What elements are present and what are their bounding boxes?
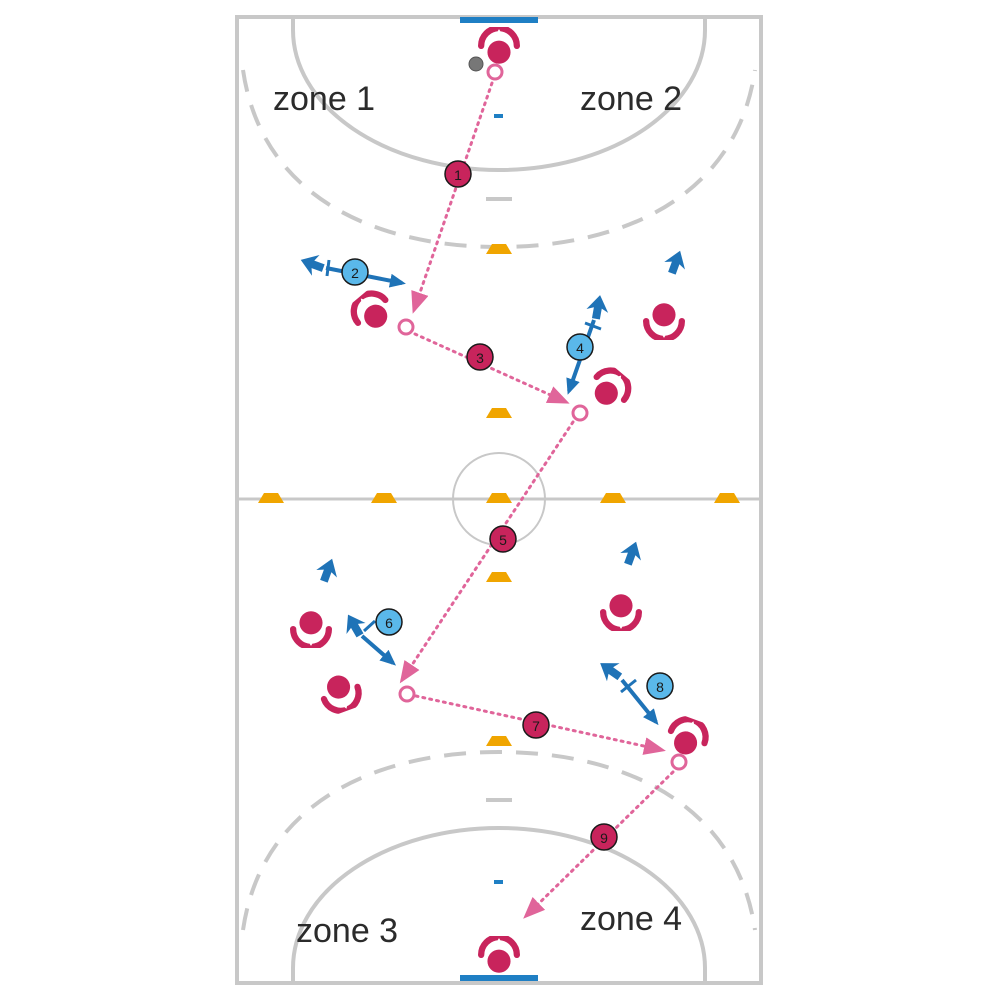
step-number: 7 xyxy=(532,718,540,734)
defender-icon xyxy=(620,541,641,566)
defender-icon xyxy=(300,255,325,276)
position-marker xyxy=(398,685,416,703)
defender-2-block xyxy=(325,259,331,277)
attacker-icon xyxy=(318,670,364,716)
defender-6-block xyxy=(362,619,377,633)
step-number: 9 xyxy=(600,830,608,846)
step-number: 6 xyxy=(385,615,393,631)
cone-icon xyxy=(486,736,512,746)
goalkeeper-top-icon xyxy=(481,28,517,64)
attacker-icon xyxy=(665,714,711,760)
defender-icon xyxy=(346,614,366,638)
defender-icon xyxy=(316,558,337,583)
defender-icon xyxy=(600,663,623,682)
step-number: 3 xyxy=(476,350,484,366)
cones xyxy=(258,244,740,746)
defender-icon xyxy=(664,250,685,275)
cone-icon xyxy=(371,493,397,503)
defender-4-block xyxy=(584,321,602,331)
step-badge-1: 1 xyxy=(444,160,472,188)
attacker-icon xyxy=(293,611,329,647)
cone-icon xyxy=(258,493,284,503)
cone-icon xyxy=(486,493,512,503)
zone-3-label: zone 3 xyxy=(296,912,398,950)
cone-icon xyxy=(486,572,512,582)
pass-3-line xyxy=(413,332,570,404)
step-badge-3: 3 xyxy=(466,343,494,371)
ball-icon xyxy=(468,56,484,72)
defender-icon xyxy=(586,295,609,320)
attacker-icon xyxy=(646,303,682,339)
zone-1-label: zone 1 xyxy=(273,80,375,118)
step-badge-5: 5 xyxy=(489,525,517,553)
goalkeeper-bottom-icon xyxy=(481,937,517,973)
step-number: 4 xyxy=(576,340,584,356)
step-number: 2 xyxy=(351,265,359,281)
zone-4-label: zone 4 xyxy=(580,900,682,938)
pass-5-line xyxy=(399,420,575,684)
cone-icon xyxy=(486,408,512,418)
position-marker xyxy=(571,404,589,422)
step-number: 5 xyxy=(499,532,507,548)
attacker-icon xyxy=(603,594,639,630)
bottom-free-throw-line xyxy=(241,749,757,931)
step-badge-2: 2 xyxy=(341,258,369,286)
pass-1-line xyxy=(411,81,494,314)
step-badge-8: 8 xyxy=(646,672,674,700)
position-marker xyxy=(397,318,415,336)
cone-icon xyxy=(714,493,740,503)
step-number: 1 xyxy=(454,167,462,183)
defender-8-block xyxy=(620,678,637,694)
top-goal-area-line xyxy=(291,17,707,172)
position-marker xyxy=(670,753,688,771)
step-badge-7: 7 xyxy=(522,711,550,739)
step-number: 8 xyxy=(656,679,664,695)
cone-icon xyxy=(486,244,512,254)
step-badge-4: 4 xyxy=(566,333,594,361)
pass-9-line xyxy=(523,770,675,919)
attacker-icon xyxy=(585,363,635,413)
zone-2-label: zone 2 xyxy=(580,80,682,118)
attacker-icon xyxy=(347,286,397,336)
step-badge-6: 6 xyxy=(375,608,403,636)
positions xyxy=(397,63,688,771)
step-badge-9: 9 xyxy=(590,823,618,851)
defender-6-move xyxy=(360,634,397,666)
position-marker xyxy=(486,63,504,81)
bottom-goal-area-line xyxy=(291,826,707,983)
cone-icon xyxy=(600,493,626,503)
